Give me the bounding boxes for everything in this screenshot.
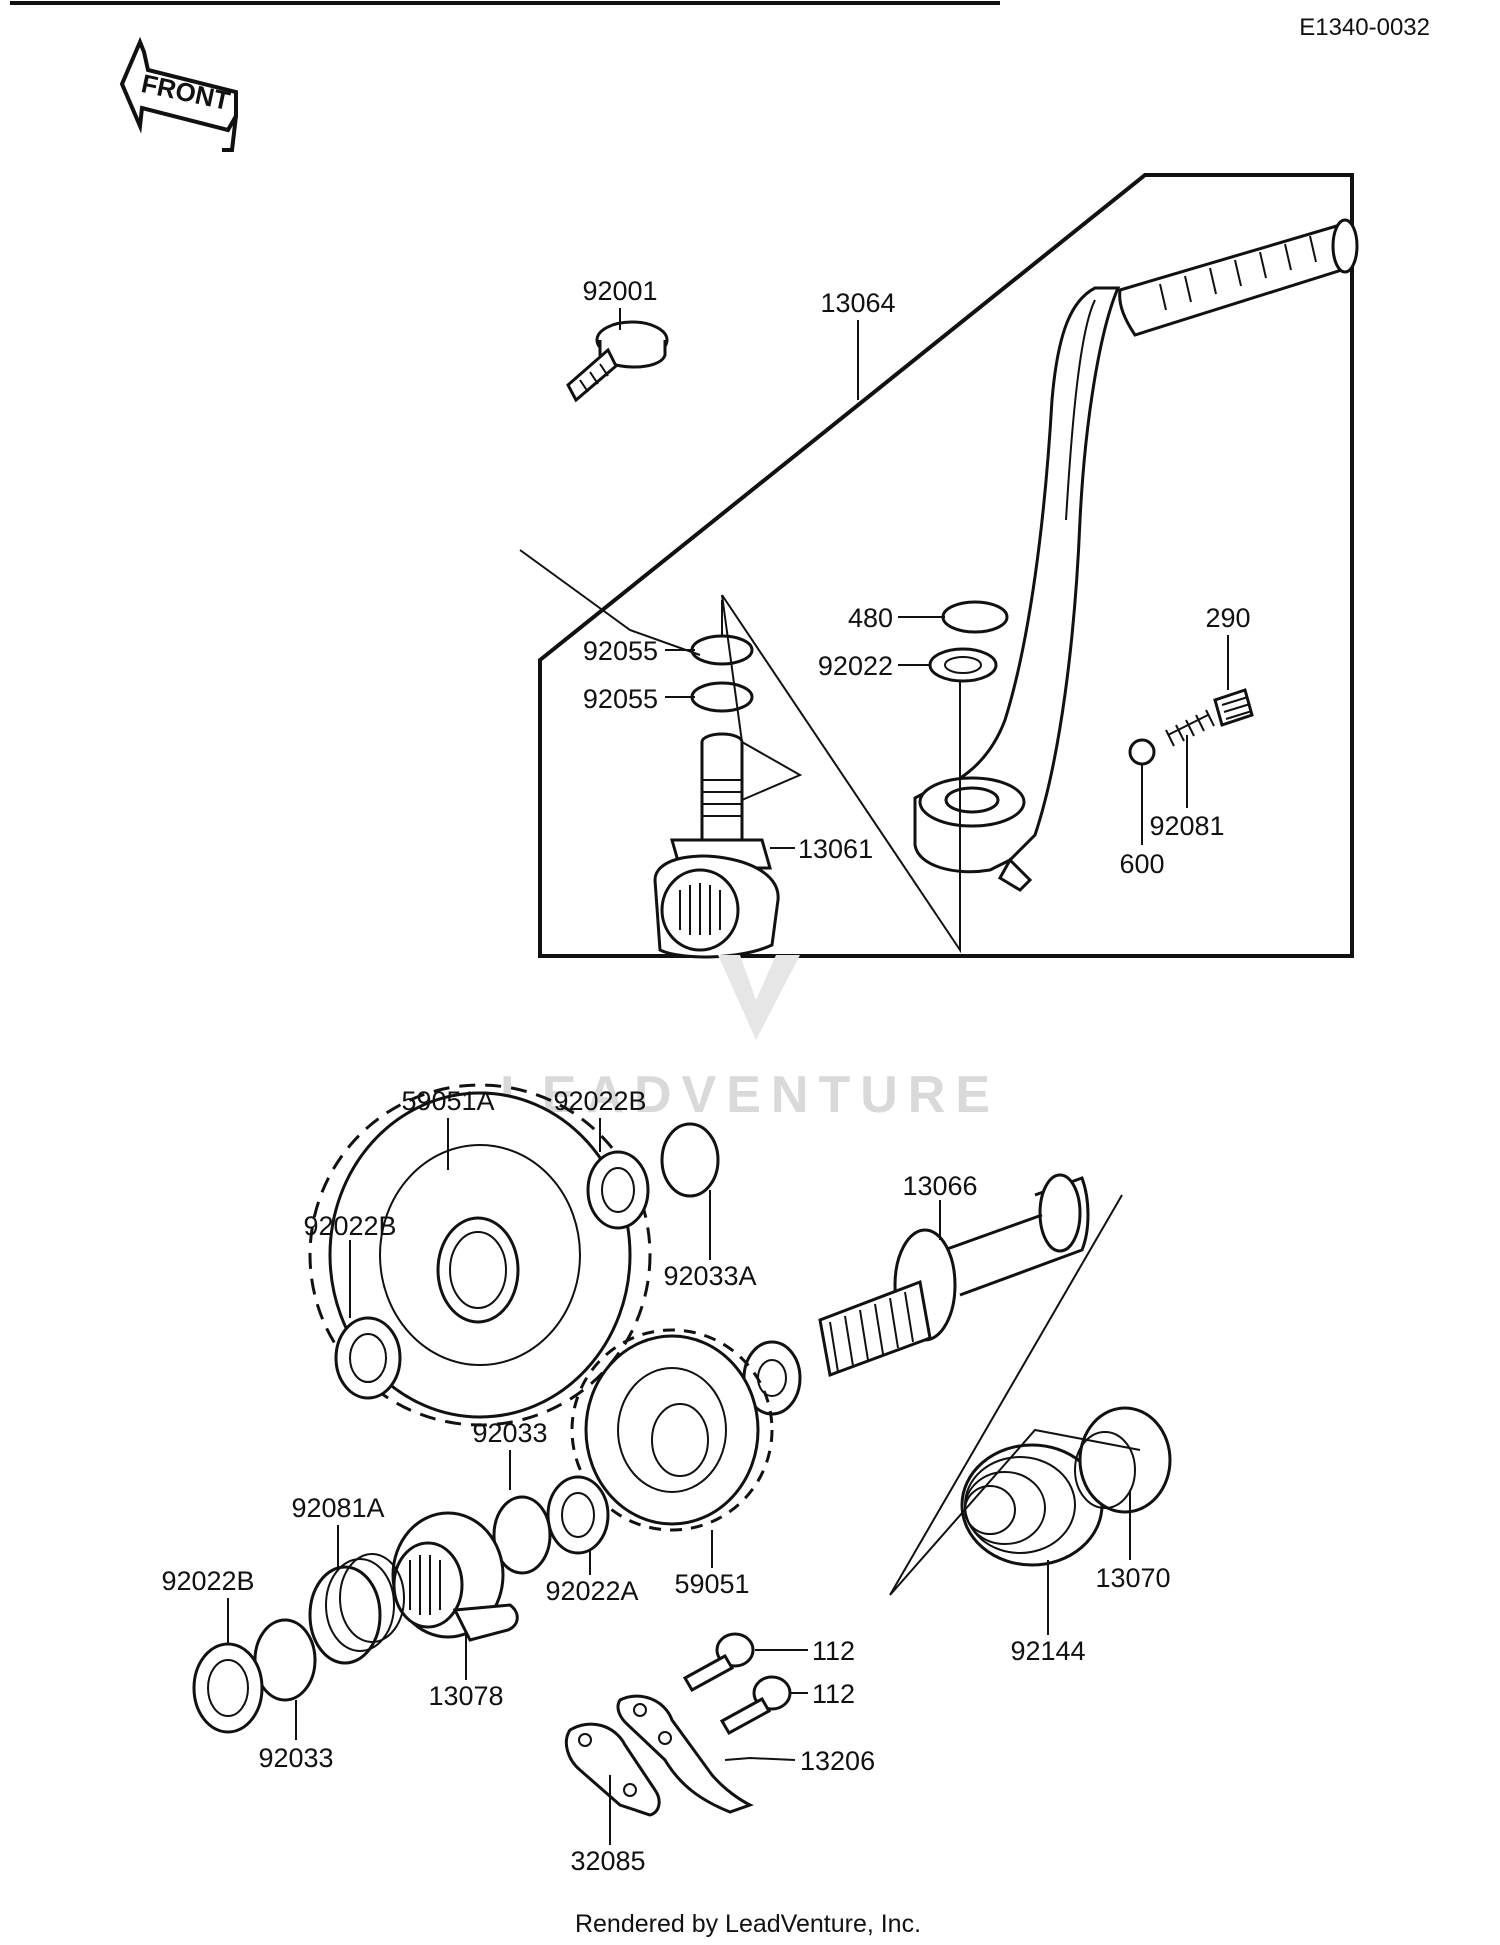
washer-92022 [928,647,998,683]
washer-92022A [546,1475,610,1555]
spring-92081 [1165,709,1215,747]
plate-32085 [564,1722,661,1817]
gear-59051 [570,1328,774,1532]
bolt-92001 [566,320,669,403]
label-92081: 92081 [1149,811,1224,841]
label-112-upper: 112 [812,1636,855,1666]
circlip-92055-lower [690,681,754,713]
plate-13206 [616,1694,754,1814]
label-92033A: 92033A [663,1261,756,1291]
washer-92022B-left [334,1316,402,1400]
label-92033-bottom: 92033 [258,1743,333,1773]
circlip-92033-bottom [253,1618,317,1702]
washer-92022B-bottom [192,1642,264,1734]
front-arrow-icon: FRONT [119,36,238,152]
label-32085: 32085 [570,1846,645,1876]
label-92081A: 92081A [291,1493,384,1523]
label-600: 600 [1119,849,1164,879]
guide-13070 [1074,1406,1172,1514]
diagram-code: E1340-0032 [1299,14,1430,41]
circlip-92055-upper [690,634,754,666]
label-13066: 13066 [902,1171,977,1201]
label-92022B-top: 92022B [553,1086,646,1116]
watermark: LEADVENTURE [500,955,1000,1124]
footer-credit: Rendered by LeadVenture, Inc. [575,1910,921,1938]
bolt-112-upper [682,1632,755,1693]
spindle-13061 [653,732,780,959]
watermark-text: LEADVENTURE [500,1066,1000,1124]
kick-pedal-group-frame [538,173,1354,958]
label-92001: 92001 [582,276,657,306]
label-92022: 92022 [818,651,893,681]
label-92144: 92144 [1010,1636,1085,1666]
label-59051: 59051 [674,1569,749,1599]
label-92022A: 92022A [545,1576,638,1606]
gear-59051A [308,1083,652,1427]
spring-92081A [308,1553,405,1665]
washer-92022B-top [586,1150,650,1230]
label-59051A: 59051A [401,1086,494,1116]
label-13064: 13064 [820,288,895,318]
label-92022B-left: 92022B [303,1211,396,1241]
kick-pedal-arm [913,218,1359,892]
label-92033-mid: 92033 [472,1418,547,1448]
label-92055-lower: 92055 [583,684,658,714]
cap-290 [1213,688,1254,727]
label-112-lower: 112 [812,1679,855,1709]
bolt-112-lower [719,1675,792,1736]
label-13206: 13206 [800,1746,875,1776]
ball-600 [1128,738,1156,766]
label-13070: 13070 [1095,1563,1170,1593]
circlip-92033-mid [492,1495,552,1575]
circlip-92033A [660,1122,720,1198]
snap-ring-480 [941,600,1009,634]
label-92055-upper: 92055 [583,636,658,666]
label-290: 290 [1205,603,1250,633]
label-13078: 13078 [428,1681,503,1711]
shaft-13066 [742,1173,1090,1416]
label-13061: 13061 [798,834,873,864]
lower-leader-lines [227,1118,1141,1845]
label-92022B-bottom: 92022B [161,1566,254,1596]
label-480: 480 [848,603,893,633]
upper-leader-lines [519,308,1229,954]
ratchet-13078 [391,1511,519,1642]
